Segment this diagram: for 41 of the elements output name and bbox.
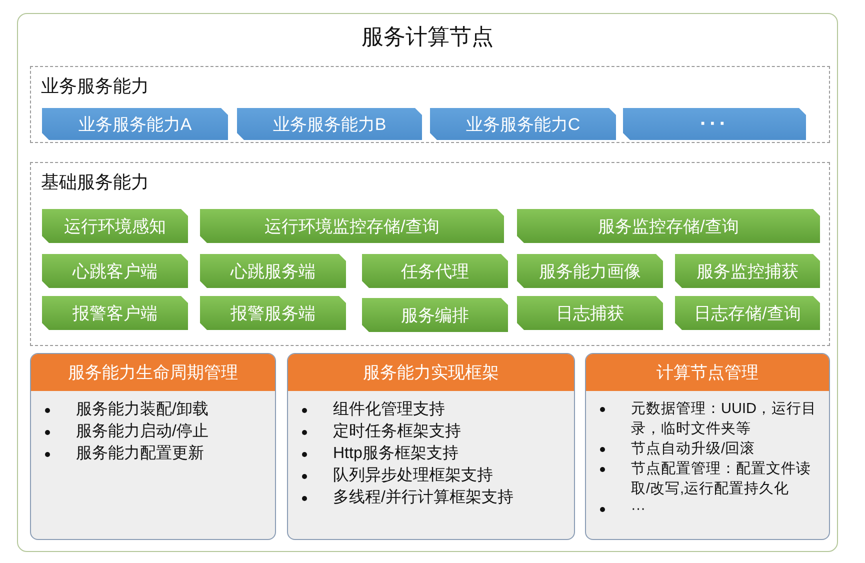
module-panel [585, 353, 830, 540]
list-item: Http服务框架支持 [333, 444, 458, 464]
service-block: 运行环境感知 [42, 209, 188, 243]
service-block: 心跳服务端 [200, 254, 346, 288]
panel-header: 计算节点管理 [586, 354, 829, 391]
service-block: 报警服务端 [200, 296, 346, 330]
service-block: 运行环境监控存储/查询 [200, 209, 504, 243]
service-block: 服务监控捕获 [675, 254, 820, 288]
capability-tab: 业务服务能力A [42, 108, 228, 140]
service-block: 服务监控存储/查询 [517, 209, 820, 243]
list-item: 节点配置管理：配置文件读取/改写,运行配置持久化 [631, 460, 812, 499]
list-item: ··· [631, 500, 646, 519]
group-frame [30, 66, 830, 143]
panel-header: 服务能力实现框架 [288, 354, 574, 391]
list-item: 元数据管理：UUID，运行目录，临时文件夹等 [631, 400, 818, 439]
service-block: 日志捕获 [517, 296, 663, 330]
panel-header: 服务能力生命周期管理 [31, 354, 275, 391]
service-block: 服务能力画像 [517, 254, 663, 288]
frame-title: 服务计算节点 [362, 23, 494, 51]
service-block: 任务代理 [362, 254, 508, 288]
capability-tab: 业务服务能力B [237, 108, 422, 140]
list-item: 定时任务框架支持 [333, 422, 461, 442]
capability-tab: ··· [623, 108, 806, 140]
list-item: 服务能力装配/卸载 [76, 400, 208, 420]
module-panel [287, 353, 575, 540]
service-block: 报警客户端 [42, 296, 188, 330]
list-item: 组件化管理支持 [333, 400, 445, 420]
list-item: 节点自动升级/回滚 [631, 440, 756, 459]
service-block: 服务编排 [362, 298, 508, 332]
group-frame [30, 162, 830, 346]
group-label: 业务服务能力 [41, 75, 149, 98]
capability-tab: 业务服务能力C [430, 108, 616, 140]
node-frame [17, 13, 838, 552]
group-label: 基础服务能力 [41, 171, 149, 194]
service-block: 日志存储/查询 [675, 296, 820, 330]
list-item: 多线程/并行计算框架支持 [333, 488, 514, 508]
service-block: 心跳客户端 [42, 254, 188, 288]
list-item: 队列异步处理框架支持 [333, 466, 493, 486]
list-item: 服务能力启动/停止 [76, 422, 208, 442]
list-item: 服务能力配置更新 [76, 444, 204, 464]
module-panel [30, 353, 276, 540]
